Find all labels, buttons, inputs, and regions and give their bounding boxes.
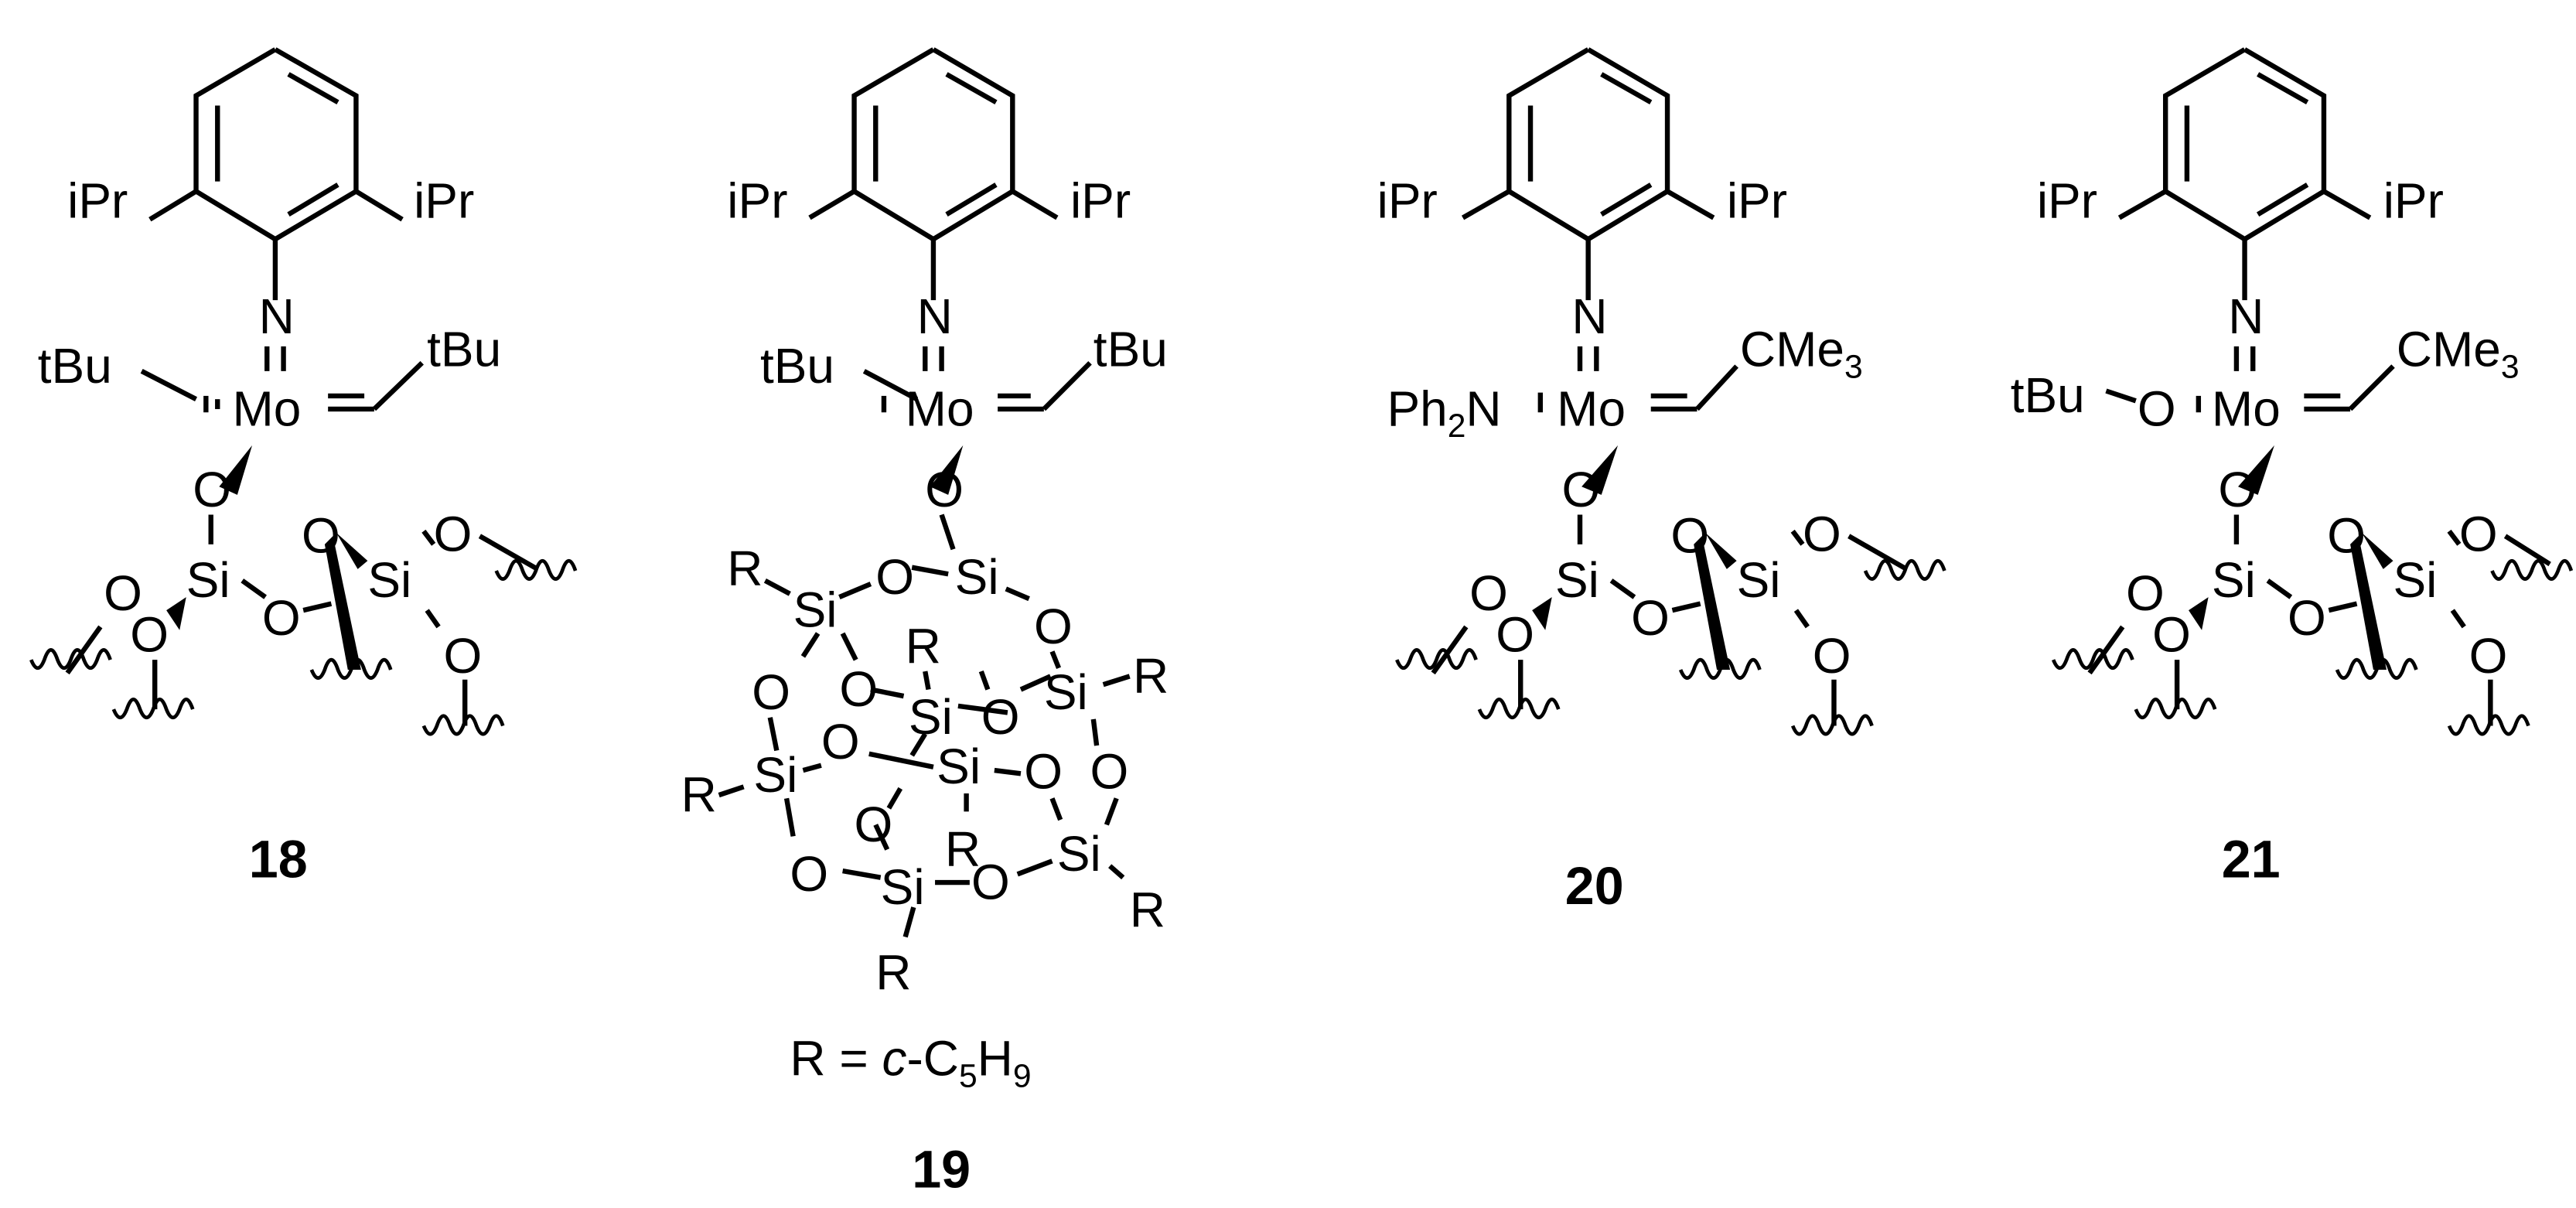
cage-r: R [906, 618, 941, 674]
cage-o: O [1090, 744, 1129, 800]
o-bridge-label: O [1631, 590, 1670, 646]
alkoxide-o-label: O [2138, 380, 2176, 436]
alkylidene-tbu-label: tBu [427, 321, 501, 377]
si2-label: Si [367, 552, 411, 608]
metal-mo-label: Mo [2212, 380, 2281, 436]
cage-r: R [1133, 648, 1169, 704]
ipr-left-label: iPr [1377, 173, 1438, 229]
o-left-label: O [2126, 565, 2165, 621]
imido-n-label: N [917, 288, 953, 344]
metal-mo-label: Mo [232, 380, 301, 436]
cage-si: Si [1057, 826, 1101, 882]
o-mo-label: O [1562, 462, 1601, 517]
si1-label: Si [2212, 552, 2256, 608]
o-right-label: O [1803, 506, 1841, 561]
alkyl-tbu-left-label: tBu [760, 338, 834, 394]
compound-label-21: 21 [2222, 831, 2281, 889]
compound-20: iPr iPr N Mo Ph2N CMe3 O Si O O O O Si O… [1377, 47, 1945, 916]
cage-r: R [681, 766, 717, 822]
o-bridge-label: O [2288, 590, 2326, 646]
cage-o: O [752, 664, 790, 720]
ipr-left-label: iPr [67, 173, 128, 229]
amido-ligand-label: Ph2N [1387, 380, 1501, 445]
cage-o: O [1024, 744, 1063, 800]
ipr-right-label: iPr [414, 173, 474, 229]
cage-si: Si [937, 739, 981, 794]
cage-si: Si [793, 582, 838, 637]
compound-label-18: 18 [249, 831, 308, 889]
o-right-label: O [2459, 506, 2498, 561]
silsesquioxane-cage: Si O R Si O Si R O O R Si O O [681, 514, 1169, 1001]
cage-o: O [790, 846, 828, 902]
ipr-left-label: iPr [727, 173, 787, 229]
o-mo-label: O [2218, 462, 2257, 517]
alkylidene-cme3-label: CMe3 [2397, 321, 2520, 385]
cage-si: Si [1044, 664, 1088, 720]
compound-19: iPr iPr N Mo tBu tBu O Si O R Si O Si R [681, 47, 1169, 1199]
o-down-label: O [2152, 606, 2191, 662]
cage-o: O [1034, 599, 1073, 654]
o-mo-label: O [925, 462, 964, 517]
cage-r: R [727, 541, 763, 596]
metal-mo-label: Mo [906, 380, 974, 436]
cage-o: O [875, 549, 914, 605]
cage-si: Si [955, 549, 999, 605]
ipr-right-label: iPr [2383, 173, 2444, 229]
cage-si: Si [753, 747, 797, 803]
compound-18: iPr iPr N Mo tBu tBu O Si O O O O Si O [31, 47, 575, 889]
r-definition: R = c-C5H9 [790, 1031, 1031, 1095]
o-down-label: O [130, 606, 169, 662]
ipr-right-label: iPr [1070, 173, 1131, 229]
o-bridge-label: O [262, 590, 301, 646]
o-left-label: O [104, 565, 142, 621]
alkylidene-tbu-label: tBu [1094, 321, 1168, 377]
alkoxide-tbu-label: tBu [2011, 367, 2085, 423]
o-lower-right-label: O [2469, 628, 2508, 684]
aryl-ring [148, 47, 404, 301]
ipr-right-label: iPr [1727, 173, 1787, 229]
cage-si: Si [881, 859, 925, 915]
aryl-ring [1461, 47, 1715, 301]
alkyl-tbu-left-label: tBu [38, 338, 112, 394]
aryl-ring [808, 47, 1059, 301]
cage-o: O [981, 689, 1020, 745]
o-mo-label: O [193, 462, 231, 517]
aryl-ring [2117, 47, 2372, 301]
si1-label: Si [1555, 552, 1599, 608]
o-lower-right-label: O [443, 628, 482, 684]
cage-o: O [821, 714, 860, 770]
cage-r: R [1130, 882, 1165, 938]
o-lower-right-label: O [1813, 628, 1851, 684]
compound-label-20: 20 [1565, 857, 1624, 916]
cage-r: R [875, 945, 911, 1001]
metal-mo-label: Mo [1557, 380, 1626, 436]
o-right-label: O [434, 506, 473, 561]
imido-n-label: N [2228, 288, 2264, 344]
compound-label-19: 19 [912, 1141, 971, 1199]
ipr-left-label: iPr [2037, 173, 2097, 229]
si1-label: Si [186, 552, 230, 608]
o-left-label: O [1469, 565, 1508, 621]
compound-21: iPr iPr N Mo tBu O CMe3 O Si O O O O Si … [2011, 47, 2571, 889]
o-down-label: O [1496, 606, 1534, 662]
cage-r: R [945, 821, 981, 877]
si2-label: Si [2393, 552, 2438, 608]
si2-label: Si [1737, 552, 1781, 608]
imido-n-label: N [1571, 288, 1607, 344]
cage-si: Si [909, 689, 953, 745]
imido-n-label: N [259, 288, 295, 344]
alkylidene-cme3-label: CMe3 [1740, 321, 1863, 385]
cage-o: O [971, 854, 1010, 909]
